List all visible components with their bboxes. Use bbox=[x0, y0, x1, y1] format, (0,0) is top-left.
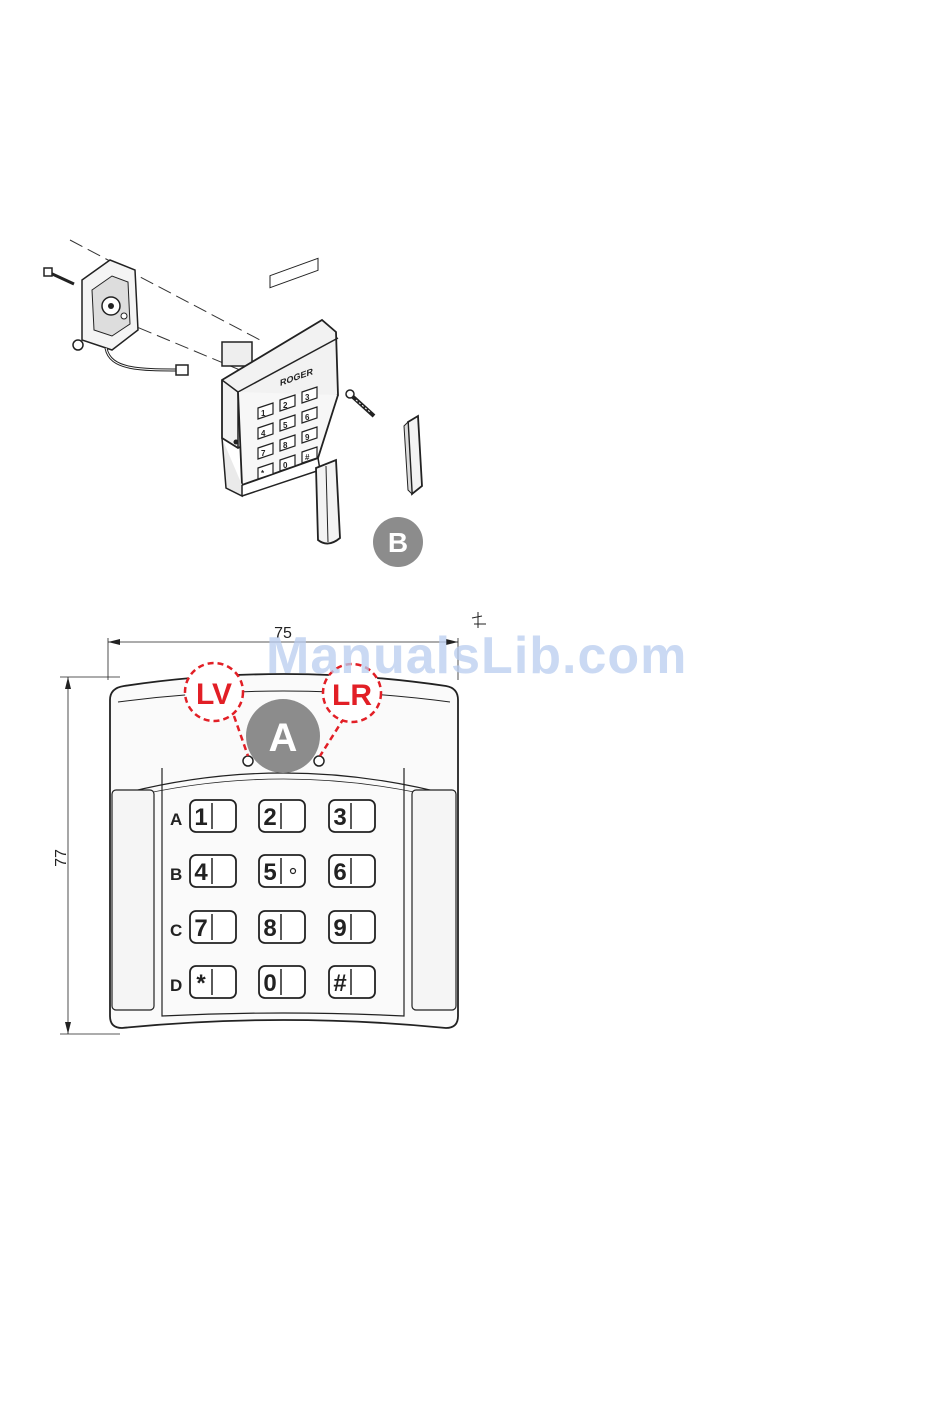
key-3d-label: 6 bbox=[305, 413, 310, 422]
key-label: 8 bbox=[263, 915, 276, 942]
key-label: 6 bbox=[333, 859, 346, 886]
width-label: 75 bbox=[274, 625, 292, 642]
key-label: 2 bbox=[263, 804, 276, 831]
corner-mark bbox=[472, 612, 486, 628]
key-label: 5 bbox=[263, 859, 276, 886]
key-label: * bbox=[196, 970, 206, 997]
key-3d-label: 9 bbox=[305, 433, 310, 442]
screw-small bbox=[44, 268, 74, 284]
cable bbox=[106, 348, 182, 370]
key-3d-label: 5 bbox=[283, 421, 288, 430]
row-letter-c: C bbox=[170, 921, 182, 940]
badge-b-label: B bbox=[388, 527, 408, 558]
key-3d-label: 0 bbox=[283, 461, 288, 470]
key-label: 3 bbox=[333, 804, 346, 831]
badge-b: B bbox=[373, 517, 423, 567]
led-lr-label: LR bbox=[332, 679, 372, 712]
key-label: 7 bbox=[194, 915, 207, 942]
led-lv bbox=[243, 756, 253, 766]
key-label: 4 bbox=[194, 859, 208, 886]
key-3d-label: 8 bbox=[283, 441, 288, 450]
badge-a: A bbox=[246, 699, 320, 773]
key-label: 0 bbox=[263, 970, 276, 997]
row-letter-a: A bbox=[170, 810, 182, 829]
row-letter-d: D bbox=[170, 976, 182, 995]
led-lv-label: LV bbox=[196, 678, 232, 711]
width-dimension: 75 bbox=[108, 625, 458, 680]
key-label: # bbox=[333, 970, 346, 997]
side-panel-right bbox=[412, 790, 456, 1010]
key-3d-label: 3 bbox=[305, 393, 310, 402]
key-3d-label: # bbox=[305, 453, 310, 462]
screw-right bbox=[346, 390, 374, 416]
key-label: 1 bbox=[194, 804, 207, 831]
side-panel-left bbox=[112, 790, 154, 1010]
row-letter-b: B bbox=[170, 865, 182, 884]
key-3d-label: 4 bbox=[261, 429, 266, 438]
cable-connector bbox=[176, 365, 188, 375]
key-3d-label: 2 bbox=[283, 401, 288, 410]
key-label: 9 bbox=[333, 915, 346, 942]
key-3d-label: 7 bbox=[261, 449, 266, 458]
height-label: 77 bbox=[53, 849, 70, 867]
key-3d-label: 1 bbox=[261, 409, 266, 418]
back-module bbox=[73, 260, 138, 350]
led-lr bbox=[314, 756, 324, 766]
badge-a-label: A bbox=[269, 716, 298, 760]
